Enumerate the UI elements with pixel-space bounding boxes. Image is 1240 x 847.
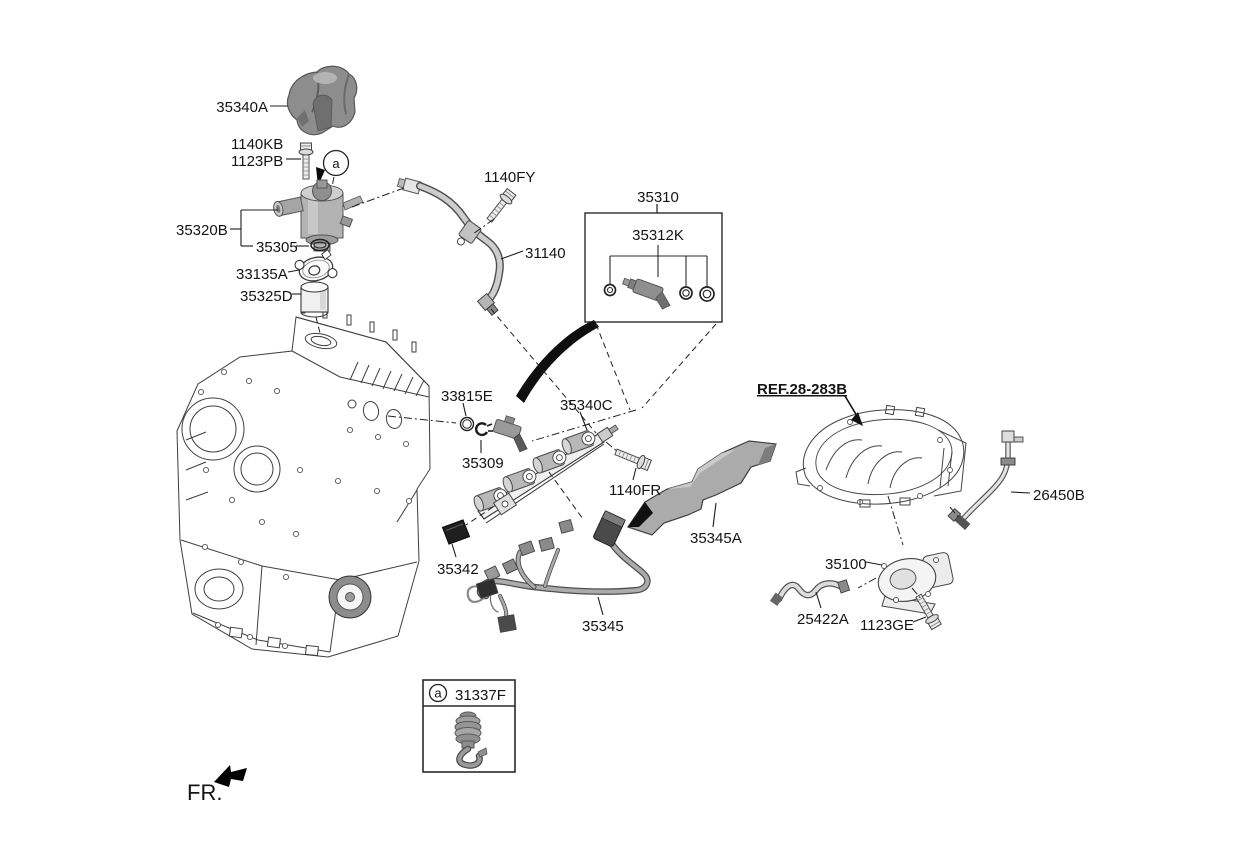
rail-cup bbox=[502, 468, 537, 493]
vapor-tube bbox=[947, 430, 1024, 530]
rail-cup bbox=[532, 449, 567, 474]
high-pressure-pipe bbox=[396, 177, 504, 316]
label-delivery-pipe[interactable]: 35340C bbox=[560, 397, 613, 414]
kit-orings bbox=[679, 286, 715, 302]
inset-box: a bbox=[422, 679, 516, 773]
label-pump-flange[interactable]: 33135A bbox=[236, 266, 288, 283]
label-high-pressure-pipe[interactable]: 31140 bbox=[525, 245, 566, 262]
high-pressure-pump bbox=[273, 167, 364, 252]
rail-clamp bbox=[492, 492, 518, 516]
ref-arrow-icon bbox=[844, 395, 863, 426]
kit-seal bbox=[603, 283, 617, 297]
intake-manifold bbox=[795, 404, 967, 508]
label-pump-cover[interactable]: 35340A bbox=[216, 99, 268, 116]
marker-a: a bbox=[322, 149, 350, 197]
pipe-clamp bbox=[456, 220, 482, 246]
rail-cup bbox=[561, 430, 596, 455]
label-injector-assembly[interactable]: 35310 bbox=[637, 189, 679, 206]
harness-connectors bbox=[475, 519, 574, 633]
pipe-end-fitting bbox=[476, 292, 499, 316]
label-injector-oring[interactable]: 33815E bbox=[441, 388, 493, 405]
delivery-pipe-rail bbox=[473, 424, 619, 524]
label-harness[interactable]: 35345 bbox=[582, 618, 624, 635]
roller-tappet bbox=[300, 281, 329, 338]
connector-cap bbox=[441, 519, 471, 545]
front-direction bbox=[214, 765, 247, 787]
pump-cover bbox=[286, 65, 358, 136]
label-injector-clip[interactable]: 35309 bbox=[462, 455, 504, 472]
injector-kit-box bbox=[584, 204, 723, 323]
pump-oring bbox=[310, 238, 330, 252]
label-throttle-body[interactable]: 35100 bbox=[825, 556, 867, 573]
label-bolt-1123pb[interactable]: 1123PB bbox=[231, 153, 283, 170]
engine-bolt-details bbox=[197, 368, 413, 650]
label-inset-part[interactable]: 31337F bbox=[455, 687, 506, 704]
label-bolt-1140fr[interactable]: 1140FR bbox=[609, 482, 661, 499]
label-bolt-1140fy[interactable]: 1140FY bbox=[484, 169, 535, 186]
label-heat-shield[interactable]: 35345A bbox=[690, 530, 742, 547]
label-ref-intake-manifold[interactable]: REF.28-283B bbox=[757, 381, 847, 398]
label-vapor-hose[interactable]: 25422A bbox=[797, 611, 849, 628]
harness-main-connector bbox=[593, 510, 626, 547]
leader-lines bbox=[230, 105, 1031, 623]
label-pump-assembly[interactable]: 35320B bbox=[176, 222, 228, 239]
pump-flange bbox=[294, 248, 338, 282]
engine-crank-pulley bbox=[328, 575, 372, 619]
inset-part-grommet bbox=[454, 711, 488, 769]
engine-block bbox=[176, 302, 431, 658]
label-injector-kit[interactable]: 35312K bbox=[632, 227, 684, 244]
dash-lines bbox=[351, 187, 960, 601]
wiring-harness bbox=[466, 510, 651, 633]
vapor-hose bbox=[769, 579, 851, 606]
fuel-injector bbox=[492, 415, 528, 453]
kit-injector bbox=[622, 277, 671, 310]
label-pump-oring[interactable]: 35305 bbox=[256, 239, 298, 256]
callout-labels: 35340A 1140KB 1123PB 1140FY 35310 35312K… bbox=[176, 99, 1085, 805]
label-front-mark: FR. bbox=[187, 780, 222, 805]
front-direction-arrow-icon bbox=[214, 765, 247, 787]
install-arrow bbox=[516, 320, 599, 403]
label-connector-cap[interactable]: 35342 bbox=[437, 561, 479, 578]
label-vapor-tube[interactable]: 26450B bbox=[1033, 487, 1085, 504]
heat-shield bbox=[627, 440, 777, 536]
engine-valve-cover-ribs bbox=[349, 361, 425, 397]
label-bolt-1140kb[interactable]: 1140KB bbox=[231, 136, 283, 153]
injector-oring bbox=[459, 416, 475, 432]
injector-clip bbox=[474, 422, 493, 437]
pipe-bolt-1140fy bbox=[483, 187, 518, 226]
engine-stud-bolts bbox=[300, 302, 417, 353]
label-bolt-1123ge[interactable]: 1123GE bbox=[860, 617, 914, 634]
inset-marker-a-icon bbox=[428, 683, 448, 703]
pump-mounting-bolt bbox=[298, 142, 314, 180]
marker-a-label: a bbox=[332, 156, 340, 171]
engine-pan-bosses bbox=[228, 626, 319, 657]
label-tappet[interactable]: 35325D bbox=[240, 288, 293, 305]
throttle-body bbox=[877, 552, 954, 615]
inset-marker-a-label: a bbox=[434, 686, 442, 701]
rail-bolt-1140fr bbox=[612, 444, 653, 473]
